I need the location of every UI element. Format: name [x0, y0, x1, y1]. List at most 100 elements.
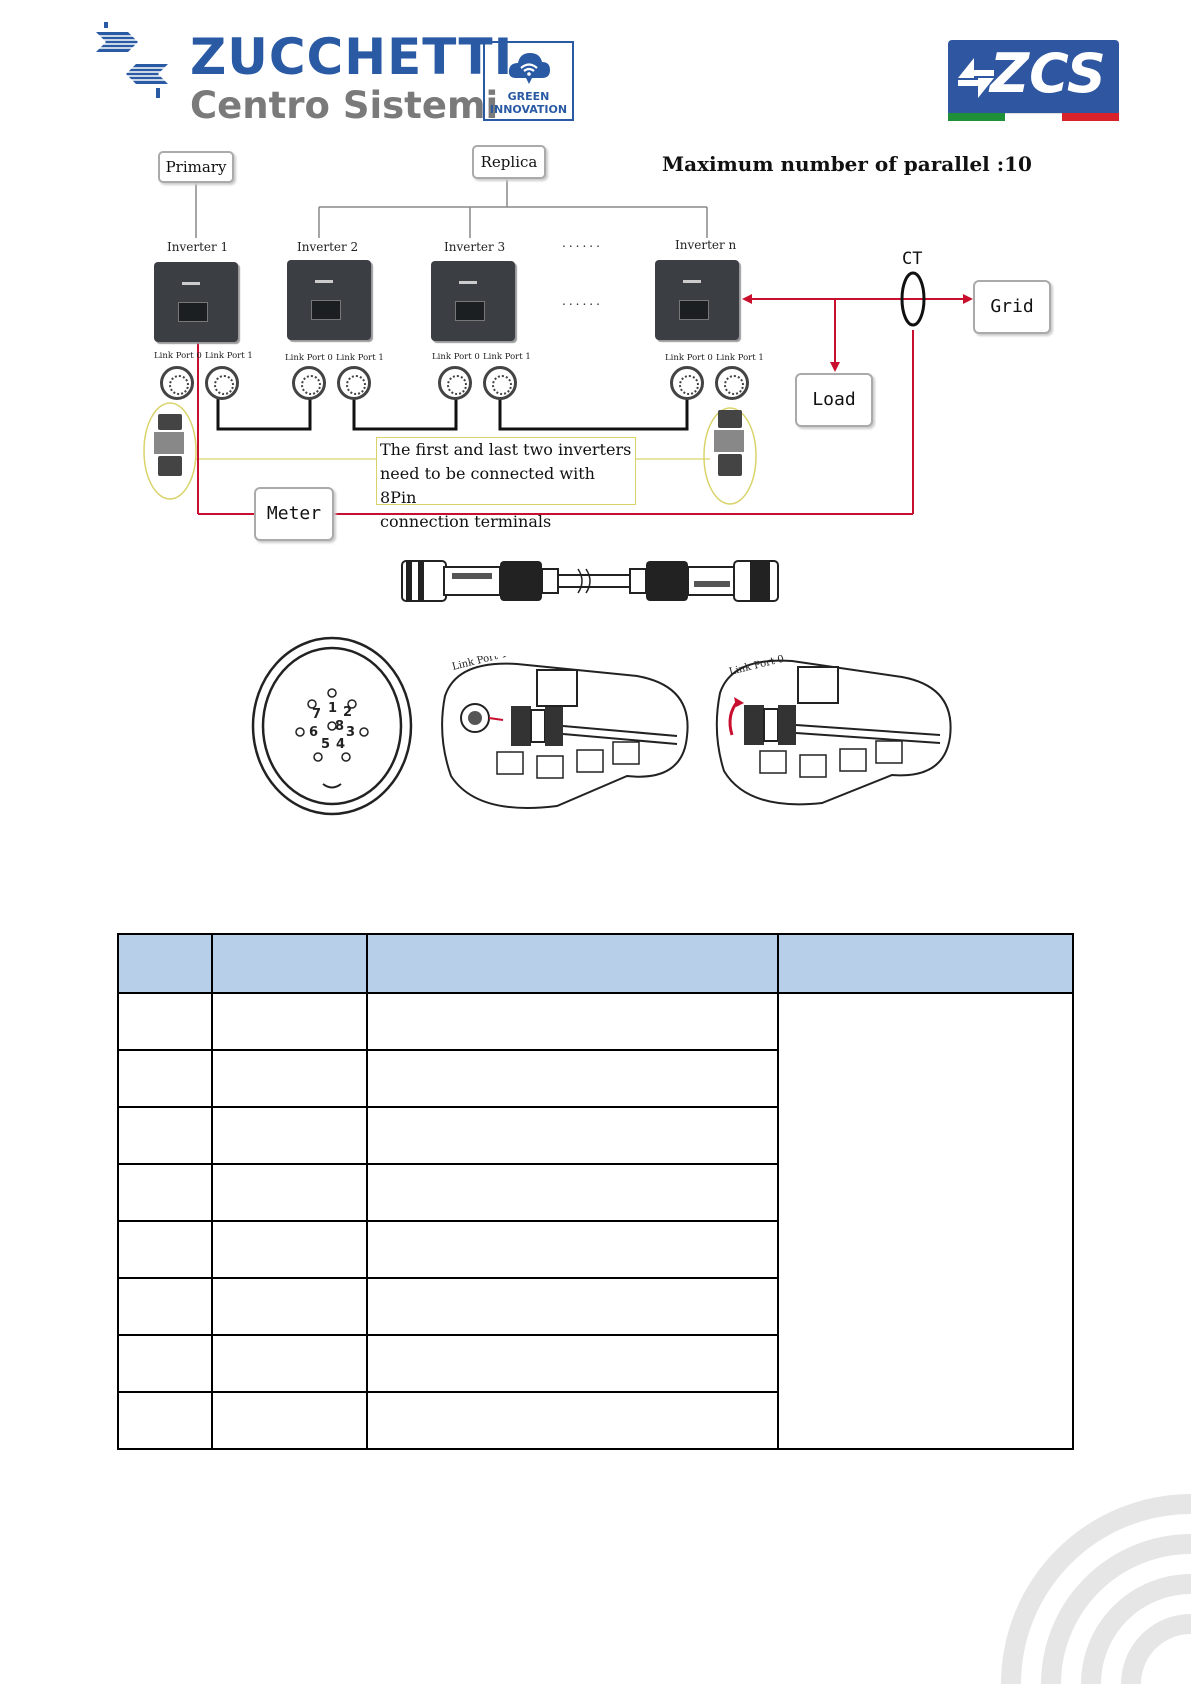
pin-2-label: 2 — [343, 705, 352, 720]
pin-4-label: 4 — [336, 737, 345, 752]
inverter-3-label: Inverter 3 — [444, 240, 506, 254]
inv1-port1-label: Link Port 1 — [205, 351, 253, 361]
inv3-port1-label: Link Port 1 — [483, 352, 531, 362]
table-cell — [210, 1334, 368, 1393]
inv1-port0 — [160, 366, 194, 400]
invn-port0-label: Link Port 0 — [665, 353, 713, 363]
table-cell — [365, 1277, 779, 1336]
table-cell — [117, 1220, 213, 1279]
table-cell — [117, 1049, 213, 1108]
table-cell — [210, 1163, 368, 1222]
inv3-port1 — [483, 366, 517, 400]
pin-definition-table — [117, 933, 1075, 1450]
pin-3-label: 3 — [346, 725, 355, 740]
inv1-port1 — [205, 366, 239, 400]
table-merged-cell — [776, 992, 1075, 1450]
flag-red — [1062, 113, 1119, 121]
inv2-port0 — [292, 366, 326, 400]
table-cell — [117, 1106, 213, 1165]
flag-white — [1005, 113, 1062, 121]
table-header-cell — [365, 933, 779, 994]
table-cell — [210, 1106, 368, 1165]
terminal-plug-right — [714, 410, 744, 476]
max-parallel-heading: Maximum number of parallel :10 — [662, 152, 1032, 176]
zcs-logo-text: ZCS — [990, 42, 1106, 105]
table-cell — [117, 1163, 213, 1222]
wiring-diagram — [143, 178, 973, 515]
brand-name: ZUCCHETTI — [190, 28, 514, 86]
table-row — [117, 1106, 1073, 1165]
table-row — [117, 1334, 1073, 1393]
cloud-wifi-icon — [508, 53, 550, 84]
table-row — [117, 1391, 1073, 1450]
8pin-connector-face: 1 2 3 4 5 6 7 8 — [251, 636, 413, 816]
inverter-3 — [431, 261, 515, 341]
table-row — [117, 1163, 1073, 1222]
flag-green — [948, 113, 1005, 121]
ellipsis-middle: ...... — [562, 294, 603, 308]
meter-label: Meter — [254, 487, 334, 541]
brand-subtitle: Centro Sistemi — [190, 84, 499, 127]
green-innovation-badge — [483, 41, 574, 121]
primary-label: Primary — [158, 151, 234, 183]
table-cell — [117, 992, 213, 1051]
inverter-1-label: Inverter 1 — [167, 240, 229, 254]
inverter-1 — [154, 262, 238, 342]
inverter-2 — [287, 260, 371, 340]
pin-5-label: 5 — [321, 737, 330, 752]
table-row — [117, 1277, 1073, 1336]
table-cell — [210, 1049, 368, 1108]
table-cell — [210, 992, 368, 1051]
connection-note: The first and last two inverters need to… — [376, 437, 636, 531]
inverter-n — [655, 260, 739, 340]
table-cell — [365, 1163, 779, 1222]
green-innovation-text: GREEN INNOVATION — [483, 90, 574, 116]
invn-port1 — [715, 366, 749, 400]
inv2-port1 — [337, 366, 371, 400]
zucchetti-arrow-icon — [94, 22, 170, 98]
zcs-arrow-icon — [958, 58, 994, 98]
invn-port0 — [670, 366, 704, 400]
note-line-2: need to be connected with 8Pin — [380, 464, 595, 507]
table-cell — [210, 1220, 368, 1279]
pin-7-label: 7 — [312, 707, 321, 722]
invn-port1-label: Link Port 1 — [716, 353, 764, 363]
load-label: Load — [795, 373, 873, 427]
table-header-row — [117, 933, 1075, 994]
table-row — [117, 992, 1075, 1450]
table-cell — [117, 1277, 213, 1336]
ellipsis-top: ...... — [562, 236, 603, 250]
table-cell — [365, 1391, 779, 1450]
grid-label: Grid — [973, 280, 1051, 334]
table-cell — [117, 1334, 213, 1393]
inv3-port0-label: Link Port 0 — [432, 352, 480, 362]
table-row — [117, 1049, 1073, 1108]
table-cell — [365, 1049, 779, 1108]
pin-1-label: 1 — [328, 701, 337, 716]
inv1-port0-label: Link Port 0 — [154, 351, 202, 361]
table-cell — [365, 992, 779, 1051]
pin-8-label: 8 — [335, 719, 344, 734]
ct-label: CT — [902, 249, 923, 269]
inverter-n-label: Inverter n — [675, 238, 737, 252]
table-cell — [365, 1106, 779, 1165]
replica-label: Replica — [472, 145, 546, 179]
inv2-port1-label: Link Port 1 — [336, 353, 384, 363]
table-row — [117, 1220, 1073, 1279]
decorative-arcs — [1001, 1494, 1191, 1684]
inv3-port0 — [438, 366, 472, 400]
table-cell — [365, 1334, 779, 1393]
port-lock-illustration: Link Port 0 — [715, 654, 952, 806]
table-cell — [117, 1391, 213, 1450]
table-cell — [210, 1391, 368, 1450]
link-cable-illustration — [401, 560, 779, 602]
badge-line-1: GREEN — [507, 90, 550, 103]
terminal-plug-left — [154, 414, 184, 476]
zcs-logo — [948, 40, 1119, 116]
port-insert-illustration: Link Port 1 — [441, 656, 689, 809]
note-line-1: The first and last two inverters — [380, 440, 632, 459]
pin-6-label: 6 — [309, 725, 318, 740]
badge-line-2: INNOVATION — [489, 103, 568, 116]
note-line-3: connection terminals — [380, 512, 552, 531]
table-cell — [210, 1277, 368, 1336]
